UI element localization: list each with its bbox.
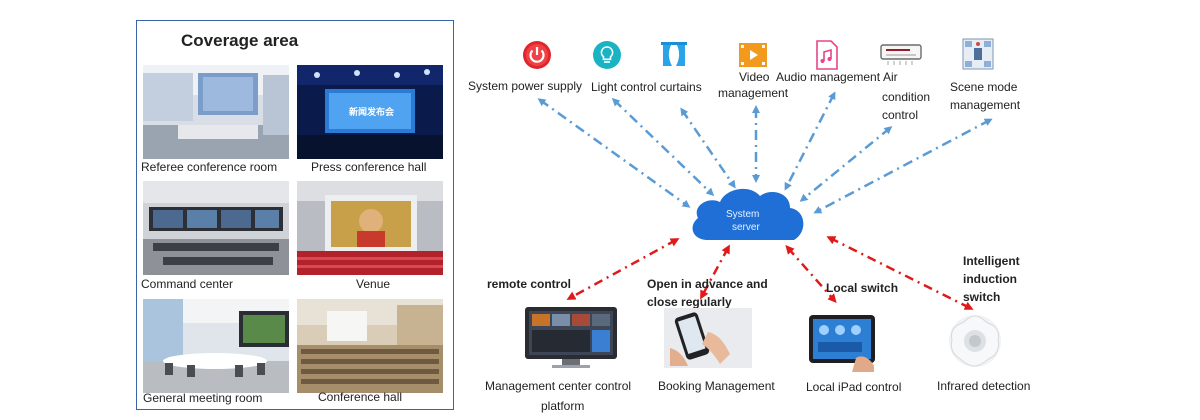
function-label: management <box>950 98 1021 112</box>
function-label: System power supply <box>468 79 583 93</box>
room-caption: Referee conference room <box>141 160 278 174</box>
air-arrow <box>799 126 893 202</box>
conference-hall-photo <box>297 299 443 393</box>
press-screen-text: 新闻发布会 <box>349 107 395 117</box>
power-icon <box>522 40 552 75</box>
device-label: platform <box>541 399 585 413</box>
air-conditioner-icon <box>880 44 922 71</box>
ipad-icon <box>808 314 876 377</box>
device-label: Local iPad control <box>806 380 902 394</box>
coverage-area-title: Coverage area <box>181 31 299 50</box>
infrared-sensor-icon <box>946 312 1004 375</box>
light-arrow <box>611 97 715 197</box>
meeting-room-photo <box>143 299 289 393</box>
audio-icon <box>815 40 839 75</box>
server-label-line2: server <box>732 222 760 233</box>
curtain-icon <box>660 40 688 73</box>
device-label: Management center control <box>485 379 632 393</box>
video-arrow <box>680 107 736 189</box>
venue-photo <box>297 181 443 275</box>
function-label: condition <box>882 90 931 104</box>
function-label: management <box>718 86 789 100</box>
scene-arrow <box>813 118 993 214</box>
device-label: Booking Management <box>658 379 775 393</box>
connection-label: Intelligent <box>963 254 1020 268</box>
function-label: Light control curtains <box>591 80 702 94</box>
connection-label: Local switch <box>826 281 899 295</box>
connection-label: remote control <box>487 277 572 291</box>
device-label: Infrared detection <box>937 379 1031 393</box>
command-center-photo <box>143 181 289 275</box>
function-label: control <box>882 108 919 122</box>
connection-label: Open in advance and <box>647 277 768 291</box>
connection-label: switch <box>963 290 1001 304</box>
connection-label: induction <box>963 272 1017 286</box>
server-label-line1: System <box>726 209 760 220</box>
function-label: Air <box>883 70 898 84</box>
coverage-area-panel: Coverage area Referee conference room 新闻… <box>136 20 454 410</box>
connection-label: close regularly <box>647 295 732 309</box>
induction-arrow <box>826 236 974 310</box>
system-server-cloud: System server <box>686 182 810 249</box>
booking-arrow <box>700 244 730 300</box>
video-icon <box>738 42 768 73</box>
local-switch-arrow <box>785 245 837 303</box>
power-arrow <box>537 98 691 208</box>
function-label: Video <box>739 70 770 84</box>
room-caption: Venue <box>356 277 391 291</box>
room-caption: Press conference hall <box>311 160 427 174</box>
room-caption: General meeting room <box>143 391 263 405</box>
room-caption: Conference hall <box>318 390 403 404</box>
press-hall-photo: 新闻发布会 <box>297 65 443 159</box>
function-label: Scene mode <box>950 80 1018 94</box>
audio-arrow <box>784 91 836 191</box>
scene-icon <box>962 38 994 75</box>
conference-room-photo <box>143 65 289 159</box>
phone-hand-icon <box>664 308 752 373</box>
function-label: Audio management <box>776 70 881 84</box>
monitor-icon <box>524 306 618 375</box>
bulb-icon <box>592 40 622 75</box>
room-caption: Command center <box>141 277 234 291</box>
